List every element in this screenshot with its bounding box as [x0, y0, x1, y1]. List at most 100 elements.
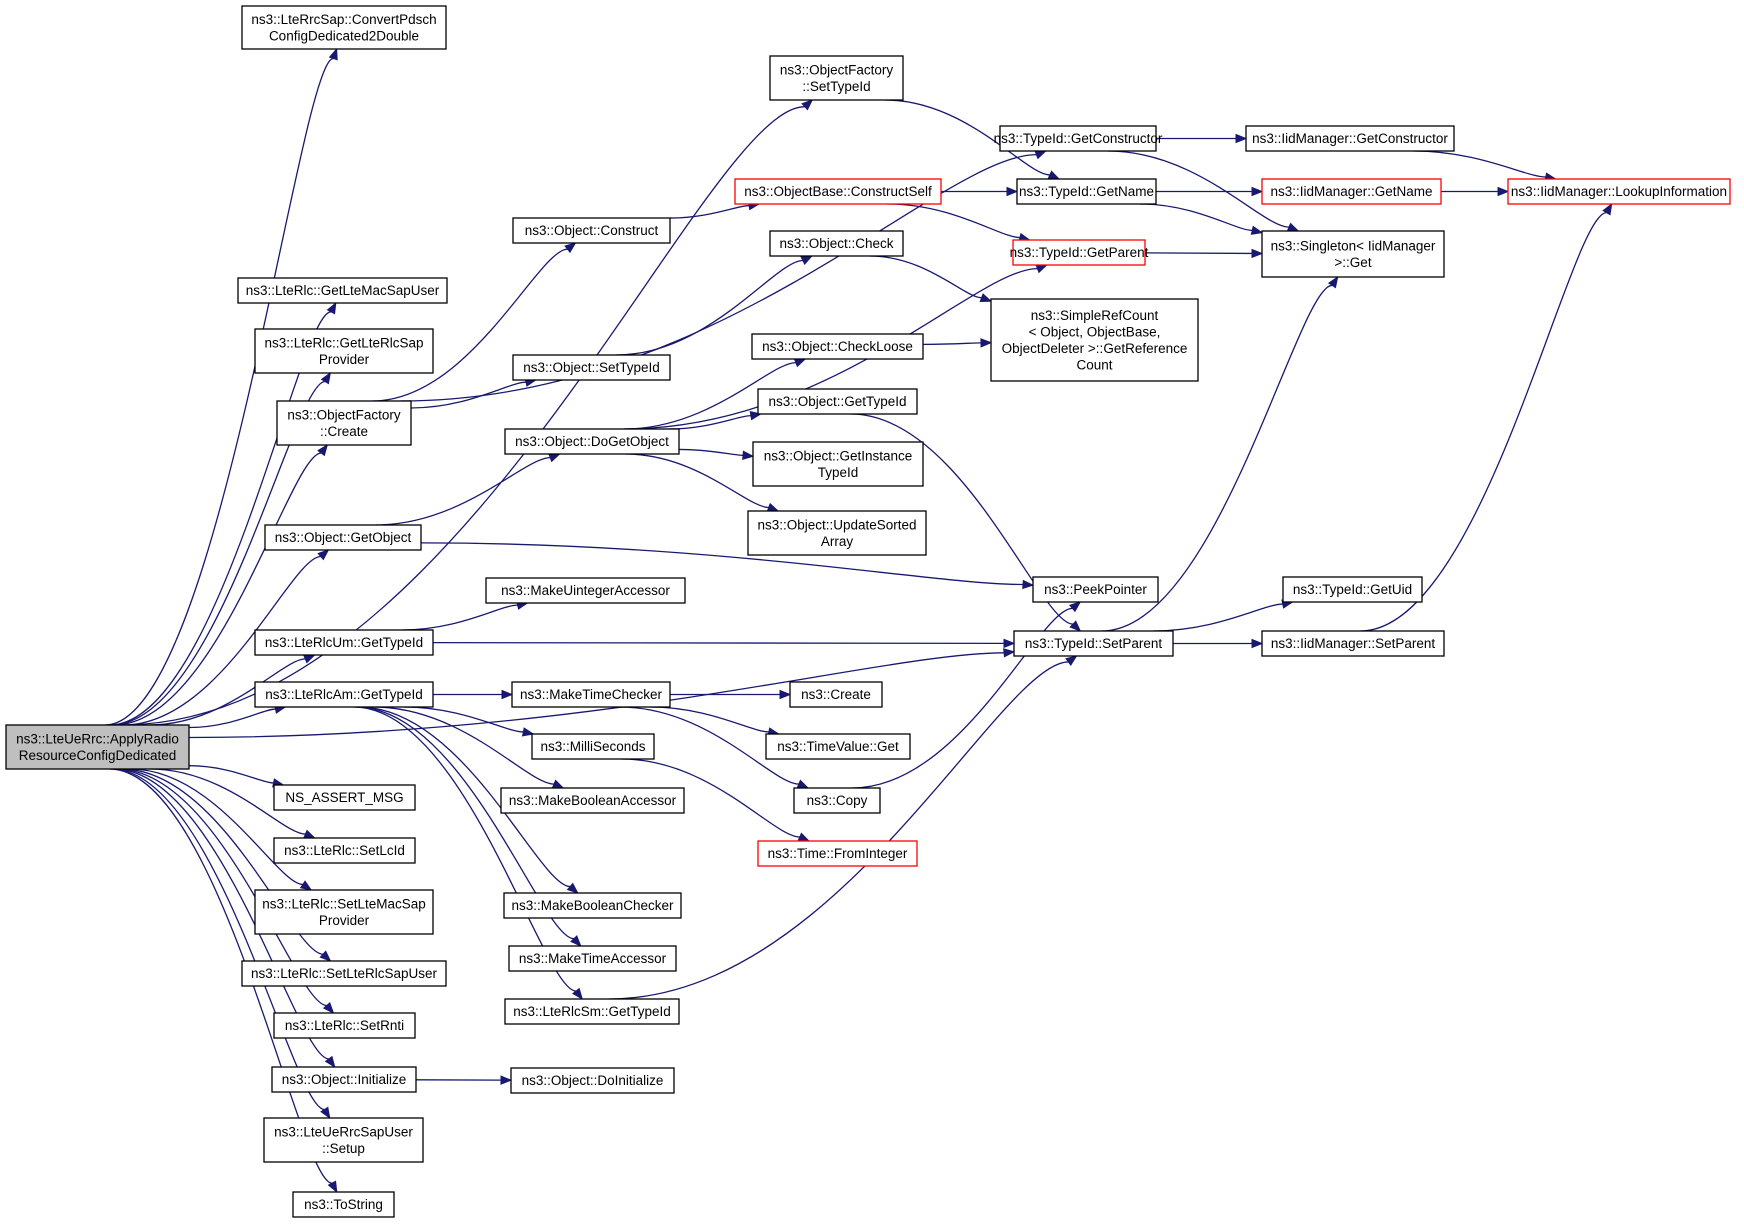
- node-label: ::SetTypeId: [802, 79, 870, 94]
- edge-root-to-ofCreate: [114, 443, 329, 726]
- arrowhead: [797, 832, 811, 842]
- node-makeBooleanAccessor[interactable]: ns3::MakeBooleanAccessor: [500, 787, 685, 814]
- edge-iidGetConstructor-to-iidLookup: [1413, 150, 1557, 182]
- node-iidGetName[interactable]: ns3::IidManager::GetName: [1261, 178, 1442, 205]
- node-box: [757, 840, 918, 867]
- node-ofCreate[interactable]: ns3::ObjectFactory::Create: [276, 400, 412, 446]
- node-label: ns3::Object::GetTypeId: [768, 394, 906, 409]
- arrowhead: [800, 255, 814, 265]
- node-label: ns3::TypeId::GetName: [1019, 184, 1154, 199]
- node-create[interactable]: ns3::Create: [789, 681, 883, 708]
- node-rlcSetRnti[interactable]: ns3::LteRlc::SetRnti: [273, 1012, 416, 1039]
- node-tidGetParent[interactable]: ns3::TypeId::GetParent: [1010, 239, 1149, 266]
- node-singletonGet[interactable]: ns3::Singleton< IidManager>::Get: [1261, 230, 1445, 278]
- edge-obConstructSelf-to-tidGetName: [941, 186, 1019, 197]
- node-box: [757, 388, 918, 415]
- edge-ofCreate-to-objSetTypeId: [410, 377, 538, 409]
- arrowhead: [320, 371, 332, 385]
- node-rlcSetLteRlcSapUser[interactable]: ns3::LteRlc::SetLteRlcSapUser: [241, 960, 447, 987]
- node-label: ResourceConfigDedicated: [19, 748, 177, 763]
- node-box: [273, 784, 416, 811]
- node-objGetObject[interactable]: ns3::Object::GetObject: [264, 524, 422, 551]
- node-root[interactable]: ns3::LteUeRrc::ApplyRadioResourceConfigD…: [5, 724, 190, 770]
- node-tidSetParent[interactable]: ns3::TypeId::SetParent: [1013, 630, 1174, 657]
- node-peekPointer[interactable]: ns3::PeekPointer: [1032, 576, 1159, 603]
- node-box: [1013, 630, 1174, 657]
- node-timeValueGet[interactable]: ns3::TimeValue::Get: [765, 733, 911, 760]
- node-box: [511, 681, 671, 708]
- edge-objCheck-to-simpleRefCount: [869, 255, 993, 303]
- node-objGetTypeId[interactable]: ns3::Object::GetTypeId: [757, 388, 918, 415]
- node-rlcGetLteMacSapUser[interactable]: ns3::LteRlc::GetLteMacSapUser: [237, 277, 448, 304]
- node-box: [1507, 178, 1731, 205]
- arrowhead: [742, 450, 755, 460]
- node-objCheck[interactable]: ns3::Object::Check: [769, 230, 904, 257]
- node-iidLookup[interactable]: ns3::IidManager::LookupInformation: [1507, 178, 1731, 205]
- node-label: ns3::LteUeRrc::ApplyRadio: [16, 731, 179, 746]
- node-makeTimeAccessor[interactable]: ns3::MakeTimeAccessor: [508, 945, 677, 972]
- arrowhead: [317, 443, 329, 457]
- node-rlcUmGetTypeId[interactable]: ns3::LteRlcUm::GetTypeId: [254, 629, 434, 656]
- node-rlcAmGetTypeId[interactable]: ns3::LteRlcAm::GetTypeId: [254, 681, 434, 708]
- node-milliSeconds[interactable]: ns3::MilliSeconds: [531, 733, 655, 760]
- node-label: ConfigDedicated2Double: [269, 28, 419, 43]
- node-objSetTypeId[interactable]: ns3::Object::SetTypeId: [512, 354, 671, 381]
- node-label: ns3::ObjectFactory: [780, 62, 894, 77]
- node-box: [1261, 630, 1445, 657]
- edge-rlcAmGetTypeId-to-makeTimeChecker: [432, 689, 514, 700]
- node-label: ::Setup: [322, 1141, 365, 1156]
- node-makeTimeChecker[interactable]: ns3::MakeTimeChecker: [511, 681, 671, 708]
- node-rrcSapUserSetup[interactable]: ns3::LteUeRrcSapUser::Setup: [263, 1117, 424, 1163]
- node-timeFromInteger[interactable]: ns3::Time::FromInteger: [757, 840, 918, 867]
- edge-ofCreate-to-tidGetConstructor: [400, 150, 1048, 402]
- node-ofSetTypeId[interactable]: ns3::ObjectFactory::SetTypeId: [769, 55, 904, 101]
- node-makeBooleanChecker[interactable]: ns3::MakeBooleanChecker: [503, 892, 682, 919]
- arrowhead: [303, 829, 316, 839]
- node-copy[interactable]: ns3::Copy: [793, 787, 881, 814]
- node-makeUintegerAccessor[interactable]: ns3::MakeUintegerAccessor: [485, 577, 686, 604]
- edge-tidSetParent-to-singletonGet: [1101, 275, 1339, 632]
- node-objConstruct[interactable]: ns3::Object::Construct: [512, 217, 671, 244]
- node-label: ns3::Object::DoGetObject: [515, 434, 669, 449]
- node-label: ns3::SimpleRefCount: [1031, 308, 1159, 323]
- node-tidGetName[interactable]: ns3::TypeId::GetName: [1016, 178, 1157, 205]
- node-toString[interactable]: ns3::ToString: [292, 1191, 395, 1218]
- node-label: ns3::LteRlc::SetLteMacSap: [262, 896, 426, 911]
- node-rlcSetLcId[interactable]: ns3::LteRlc::SetLcId: [273, 837, 416, 864]
- edge-objGetObject-to-objDoGetObject: [375, 453, 561, 526]
- edge-rlcAmGetTypeId-to-makeTimeAccessor: [355, 706, 582, 947]
- node-objCheckLoose[interactable]: ns3::Object::CheckLoose: [751, 333, 924, 360]
- node-box: [1016, 178, 1157, 205]
- edge-tidGetName-to-iidGetName: [1156, 186, 1264, 197]
- arrowhead: [1047, 170, 1061, 180]
- edge-root-to-rlcGetLteRlcSapProvider: [111, 371, 332, 726]
- node-rlcSmGetTypeId[interactable]: ns3::LteRlcSm::GetTypeId: [504, 998, 680, 1025]
- node-tidGetConstructor[interactable]: ns3::TypeId::GetConstructor: [994, 125, 1163, 152]
- node-box: [769, 230, 904, 257]
- arrowhead: [551, 779, 565, 789]
- node-tidGetUid[interactable]: ns3::TypeId::GetUid: [1282, 576, 1423, 603]
- node-objDoInitialize[interactable]: ns3::Object::DoInitialize: [510, 1067, 675, 1094]
- node-iidGetConstructor[interactable]: ns3::IidManager::GetConstructor: [1245, 125, 1455, 152]
- edge-rlcAmGetTypeId-to-rlcSmGetTypeId: [353, 706, 584, 1001]
- node-objInitialize[interactable]: ns3::Object::Initialize: [271, 1066, 417, 1093]
- node-objDoGetObject[interactable]: ns3::Object::DoGetObject: [504, 428, 680, 455]
- node-label: ns3::TypeId::GetConstructor: [994, 131, 1163, 146]
- arrowhead: [979, 293, 993, 303]
- node-obConstructSelf[interactable]: ns3::ObjectBase::ConstructSelf: [734, 178, 942, 205]
- edge-root-to-objGetObject: [123, 549, 330, 726]
- node-label: ns3::TypeId::GetParent: [1010, 245, 1149, 260]
- edge-root-to-rrcSapUserSetup: [111, 768, 331, 1120]
- node-label: ns3::TypeId::GetUid: [1293, 582, 1412, 597]
- node-box: [254, 629, 434, 656]
- node-iidSetParent[interactable]: ns3::IidManager::SetParent: [1261, 630, 1445, 657]
- node-convertPdsch[interactable]: ns3::LteRrcSap::ConvertPdschConfigDedica…: [241, 5, 447, 50]
- arrowhead: [779, 689, 792, 700]
- node-nsAssertMsg[interactable]: NS_ASSERT_MSG: [273, 784, 416, 811]
- node-simpleRefCount[interactable]: ns3::SimpleRefCount< Object, ObjectBase,…: [990, 298, 1199, 382]
